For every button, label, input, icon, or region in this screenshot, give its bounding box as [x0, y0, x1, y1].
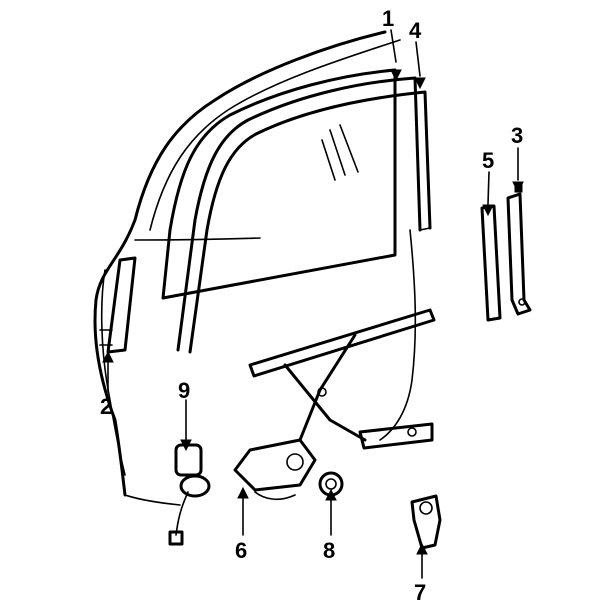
callout-3: 3	[511, 123, 523, 148]
door-shell-outline	[93, 30, 417, 506]
callout-7: 7	[414, 580, 426, 605]
guide-channel-part-2	[99, 256, 137, 354]
window-run-channel-part-4	[176, 76, 432, 354]
callout-5: 5	[482, 148, 494, 173]
crank-handle-part-7	[410, 494, 442, 550]
rear-channel-bracket-part-3	[506, 182, 532, 316]
callout-8: 8	[323, 538, 335, 563]
callout-1: 1	[382, 6, 394, 31]
callout-9: 9	[178, 378, 190, 403]
rear-run-channel-part-5	[480, 204, 502, 322]
callout-4: 4	[409, 18, 422, 43]
leader-arrowheads	[102, 69, 524, 555]
regulator-gear-part-6	[233, 438, 317, 501]
leader-lines	[107, 29, 519, 579]
regulator-motor-part-9	[168, 443, 211, 546]
door-glass-part-1	[161, 68, 397, 300]
window-regulator	[248, 308, 436, 450]
callout-6: 6	[235, 538, 247, 563]
callout-2: 2	[100, 394, 112, 419]
